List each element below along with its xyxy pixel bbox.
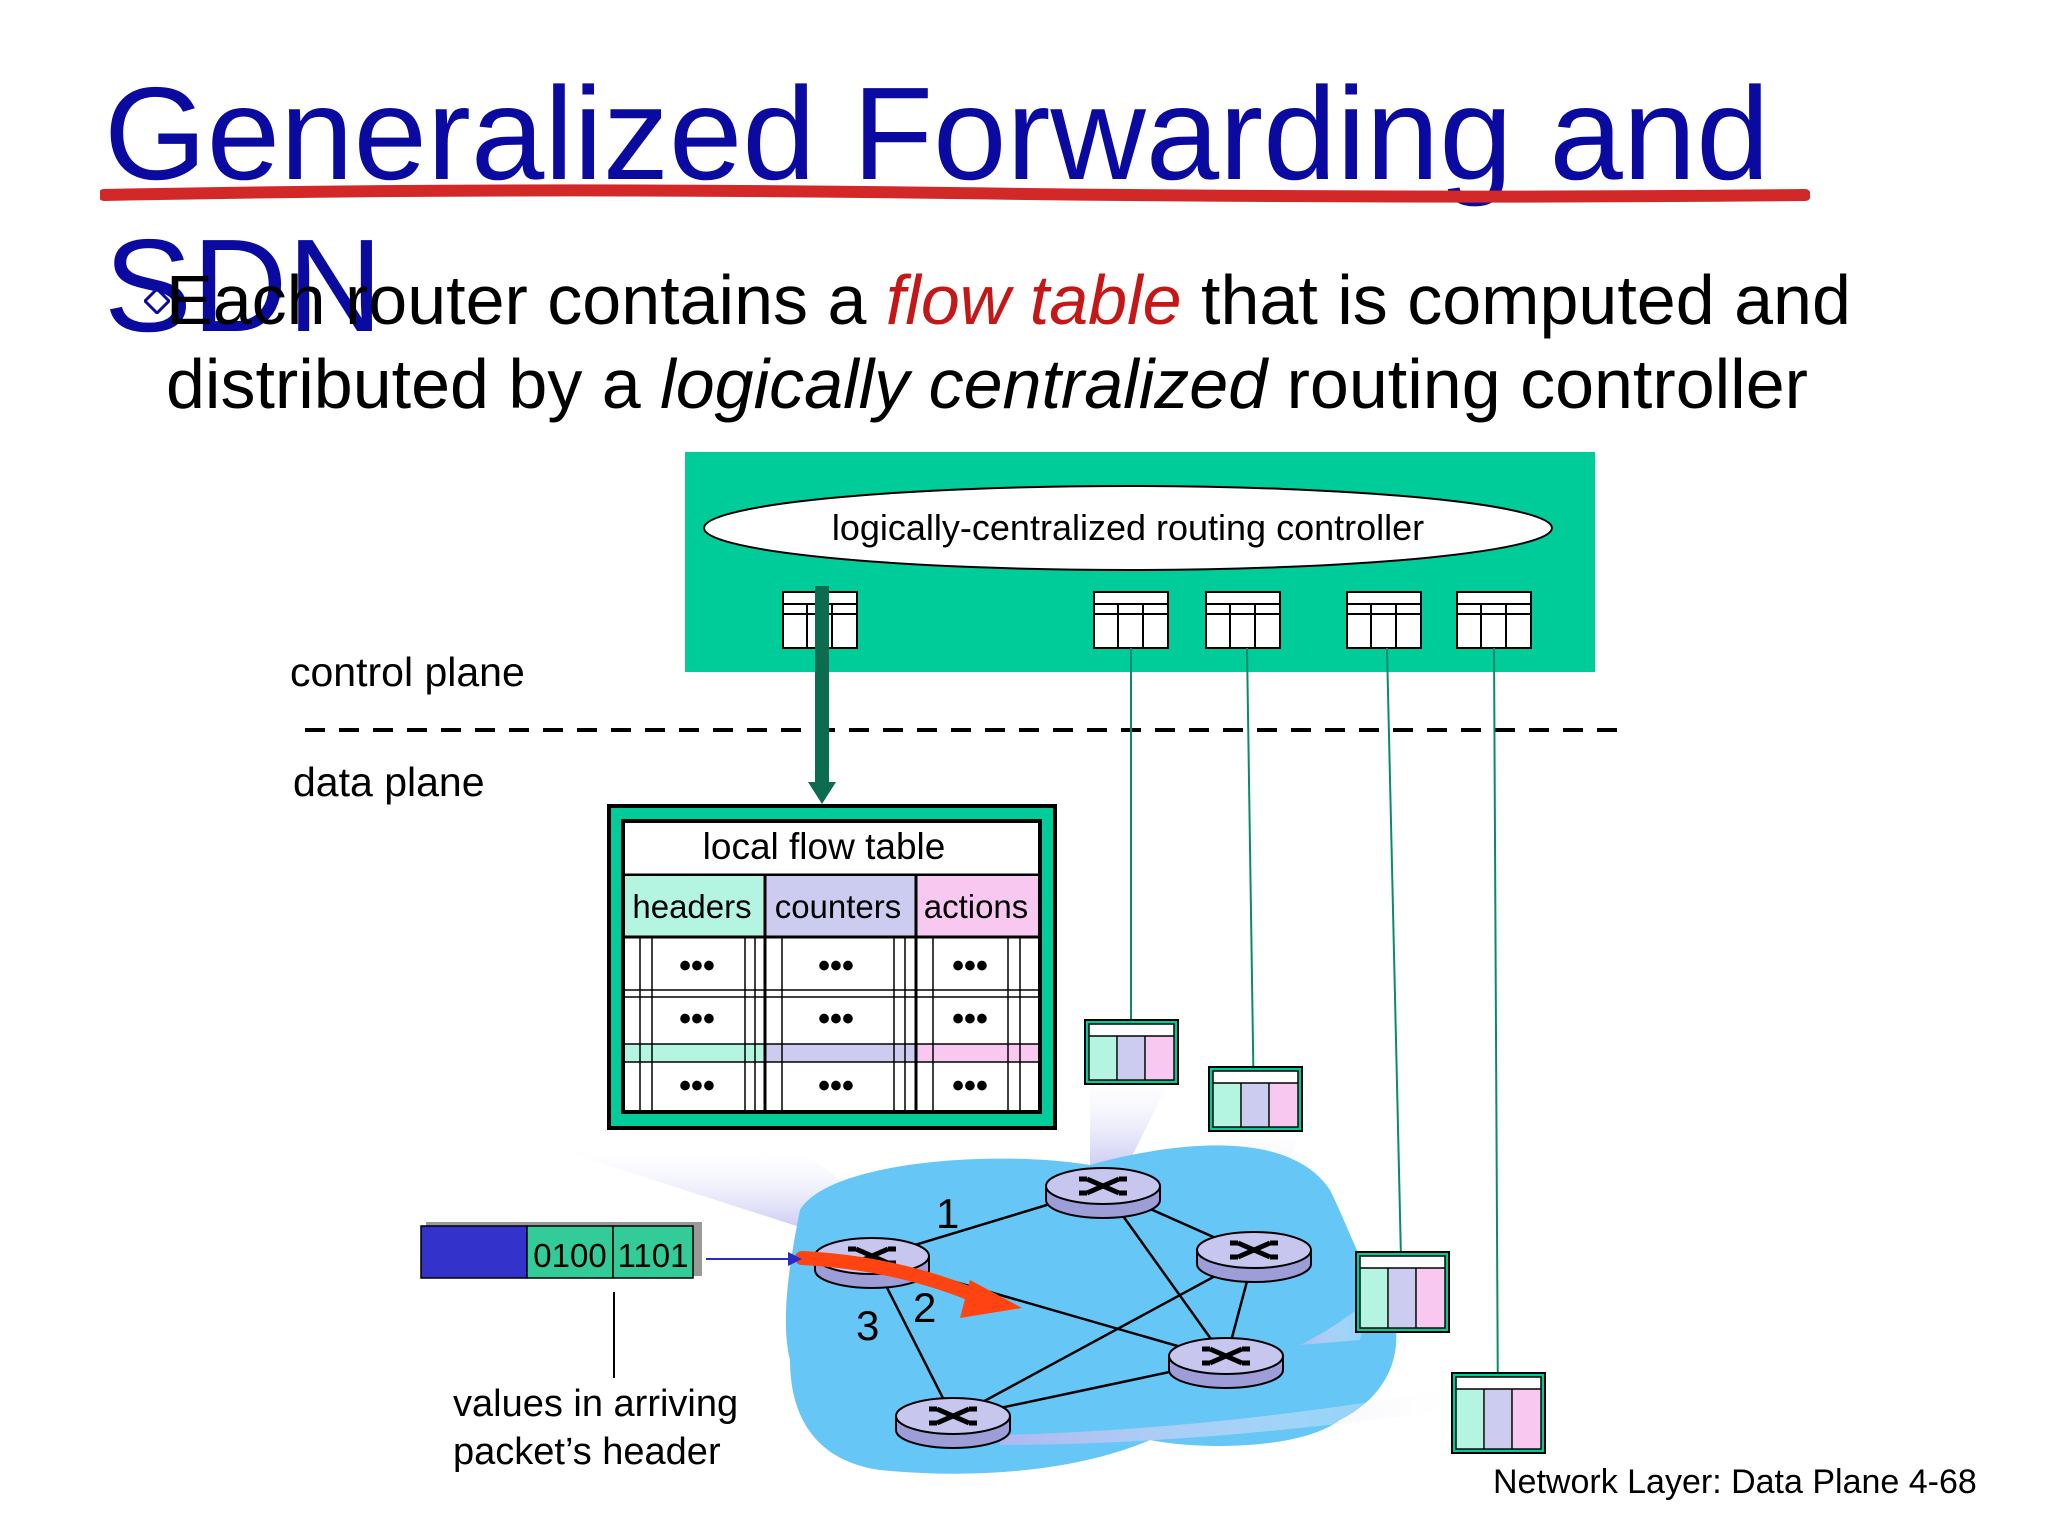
- flow-entry-ellipsis: •••: [952, 1000, 988, 1038]
- title-underline-stroke: [100, 184, 1810, 203]
- flow-entry-ellipsis: •••: [679, 947, 715, 985]
- controller-label: logically-centralized routing controller: [832, 507, 1424, 548]
- arrowhead-icon: [808, 782, 836, 804]
- bullet-line-2: distributed by a logically centralized r…: [148, 342, 1998, 426]
- flow-row-divider-band: [766, 1044, 915, 1062]
- network-link: [952, 1253, 1255, 1420]
- packet-caption-line1: values in arriving: [453, 1383, 738, 1425]
- controller-flow-table-icon: [1456, 591, 1532, 649]
- flow-entry-ellipsis: •••: [818, 1000, 854, 1038]
- router-icon: [895, 1397, 1011, 1449]
- packet-payload: [420, 1225, 528, 1279]
- slide-footer: Network Layer: Data Plane 4-68: [1493, 1463, 1977, 1501]
- bullet-text-line2-pre: distributed by a: [166, 345, 661, 423]
- bullet-text-line2-post: routing controller: [1267, 345, 1808, 423]
- table-to-router-beam: [1090, 1080, 1170, 1180]
- flow-entry-ellipsis: •••: [818, 947, 854, 985]
- column-label-actions: actions: [924, 888, 1029, 925]
- slide-title: Generalized Forwarding and SDN: [104, 60, 1770, 359]
- data-plane-label: data plane: [293, 759, 485, 805]
- port-label: 3: [856, 1302, 879, 1349]
- bullet-line-1: Each router contains a flow table that i…: [148, 258, 1998, 342]
- router-icon: [1045, 1167, 1161, 1219]
- router-flow-table-icon: [1084, 1019, 1179, 1085]
- bullet-text-mid: that is computed and: [1181, 261, 1851, 339]
- port-label: 2: [913, 1284, 936, 1331]
- table-distribution-arrow: [1386, 647, 1411, 1307]
- flow-entry-ellipsis: •••: [679, 1000, 715, 1038]
- bullet-diamond-icon: [144, 288, 170, 314]
- bullet-text-italic: logically centralized: [660, 345, 1268, 423]
- controller-ellipse: [703, 485, 1553, 571]
- packet-caption-line2: packet’s header: [453, 1431, 721, 1473]
- packet-header-value: 1101: [618, 1237, 689, 1274]
- bullet-highlight-flow-table: flow table: [885, 261, 1182, 339]
- packet-header-value: 0100: [533, 1237, 606, 1274]
- port-label: 1: [936, 1190, 959, 1237]
- packet-header-field: [526, 1225, 614, 1279]
- bullet-text-pre: Each router contains a: [166, 261, 886, 339]
- router-flow-table-icon: [1451, 1372, 1546, 1454]
- table-distribution-arrow: [1493, 647, 1507, 1425]
- arrowhead-icon: [788, 1252, 802, 1266]
- flow-entry-ellipsis: •••: [952, 1067, 988, 1105]
- flow-entry-ellipsis: •••: [952, 947, 988, 985]
- controller-flow-table-icon: [1346, 591, 1422, 649]
- controller-flow-table-icon: [1093, 591, 1169, 649]
- local-flow-table-title: local flow table: [703, 826, 946, 867]
- packet-header-field: [612, 1225, 694, 1279]
- table-to-router-beam: [1000, 1390, 1450, 1445]
- table-distribution-arrow: [1246, 647, 1263, 1117]
- headers-column-header: [625, 876, 764, 936]
- bullet-point: Each router contains a flow table that i…: [144, 258, 1998, 426]
- control-plane-label: control plane: [290, 649, 525, 695]
- controller-flow-table-icon: [1205, 591, 1281, 649]
- actions-column-header: [917, 876, 1038, 936]
- arrowhead-icon: [960, 1280, 1022, 1318]
- column-label-headers: headers: [632, 888, 751, 925]
- table-to-router-beam: [1300, 1300, 1370, 1345]
- counters-column-header: [766, 876, 915, 936]
- column-label-counters: counters: [775, 888, 902, 925]
- flow-row-divider-band: [625, 1044, 764, 1062]
- flow-entry-ellipsis: •••: [679, 1067, 715, 1105]
- router-icon: [1196, 1231, 1312, 1283]
- router-flow-table-icon: [1208, 1066, 1303, 1132]
- flow-entry-ellipsis: •••: [818, 1067, 854, 1105]
- router-icon: [1168, 1337, 1284, 1389]
- local-flow-table-inner: [621, 819, 1042, 1114]
- router-flow-table-icon: [1355, 1251, 1450, 1333]
